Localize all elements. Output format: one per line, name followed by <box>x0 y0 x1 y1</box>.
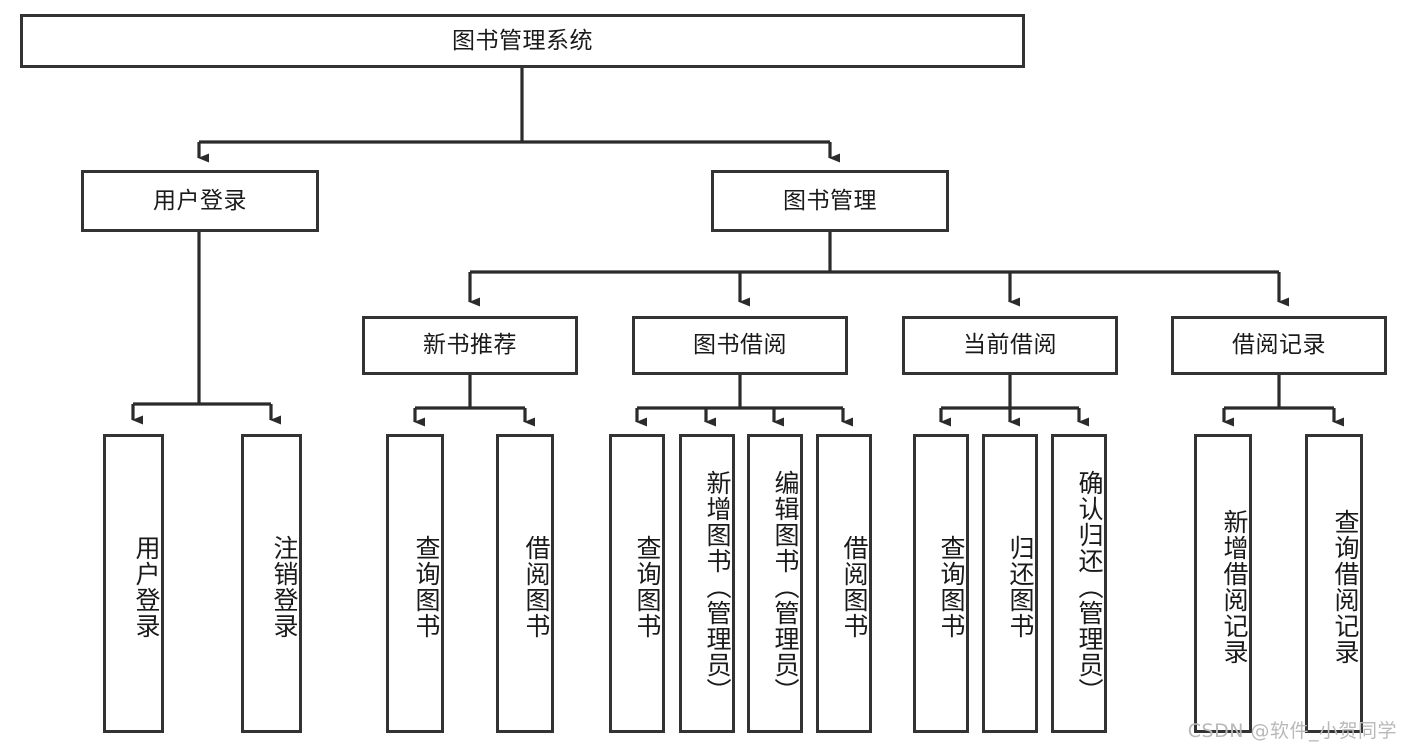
node-leaf-confirm-return[interactable]: 确认归还（管理员） <box>1051 434 1107 733</box>
node-leaf-add-record-label: 新增借阅记录 <box>1220 508 1249 665</box>
node-leaf-edit-book-label: 编辑图书（管理员） <box>771 469 800 704</box>
node-new-book-recommend-label: 新书推荐 <box>423 332 517 359</box>
node-leaf-logout-login[interactable]: 注销登录 <box>241 434 302 733</box>
node-book-borrow[interactable]: 图书借阅 <box>632 316 848 375</box>
node-new-book-recommend[interactable]: 新书推荐 <box>362 316 578 375</box>
node-leaf-borrow-book-2[interactable]: 借阅图书 <box>816 434 872 733</box>
node-current-borrow[interactable]: 当前借阅 <box>902 316 1118 375</box>
node-leaf-add-record[interactable]: 新增借阅记录 <box>1194 434 1252 733</box>
node-leaf-add-book[interactable]: 新增图书（管理员） <box>679 434 735 733</box>
node-leaf-query-book-2[interactable]: 查询图书 <box>609 434 665 733</box>
node-leaf-query-record-label: 查询借阅记录 <box>1331 508 1360 665</box>
node-leaf-query-book-1[interactable]: 查询图书 <box>386 434 444 733</box>
node-leaf-borrow-book-1[interactable]: 借阅图书 <box>496 434 554 733</box>
watermark-text: CSDN @软件_小贺同学 <box>1187 720 1397 742</box>
node-leaf-query-record[interactable]: 查询借阅记录 <box>1305 434 1363 733</box>
node-leaf-query-book-2-label: 查询图书 <box>633 534 662 639</box>
node-user-login-label: 用户登录 <box>153 187 247 214</box>
node-leaf-edit-book[interactable]: 编辑图书（管理员） <box>747 434 803 733</box>
node-user-login[interactable]: 用户登录 <box>81 170 319 232</box>
node-borrow-record[interactable]: 借阅记录 <box>1171 316 1387 375</box>
node-leaf-user-login-label: 用户登录 <box>132 534 161 639</box>
node-book-management-label: 图书管理 <box>783 187 877 214</box>
node-leaf-borrow-book-2-label: 借阅图书 <box>840 534 869 639</box>
node-current-borrow-label: 当前借阅 <box>963 332 1057 359</box>
node-book-management[interactable]: 图书管理 <box>711 170 949 232</box>
node-leaf-borrow-book-1-label: 借阅图书 <box>522 534 551 639</box>
node-leaf-query-book-1-label: 查询图书 <box>412 534 441 639</box>
node-borrow-record-label: 借阅记录 <box>1232 332 1326 359</box>
node-root[interactable]: 图书管理系统 <box>20 14 1025 68</box>
node-book-borrow-label: 图书借阅 <box>693 332 787 359</box>
node-root-label: 图书管理系统 <box>452 27 593 54</box>
node-leaf-add-book-label: 新增图书（管理员） <box>703 469 732 704</box>
node-leaf-confirm-return-label: 确认归还（管理员） <box>1075 469 1104 704</box>
node-leaf-query-book-3-label: 查询图书 <box>937 534 966 639</box>
node-leaf-user-login[interactable]: 用户登录 <box>103 434 164 733</box>
node-leaf-logout-login-label: 注销登录 <box>270 534 299 639</box>
node-leaf-return-book[interactable]: 归还图书 <box>982 434 1038 733</box>
node-leaf-return-book-label: 归还图书 <box>1006 534 1035 639</box>
node-leaf-query-book-3[interactable]: 查询图书 <box>913 434 969 733</box>
